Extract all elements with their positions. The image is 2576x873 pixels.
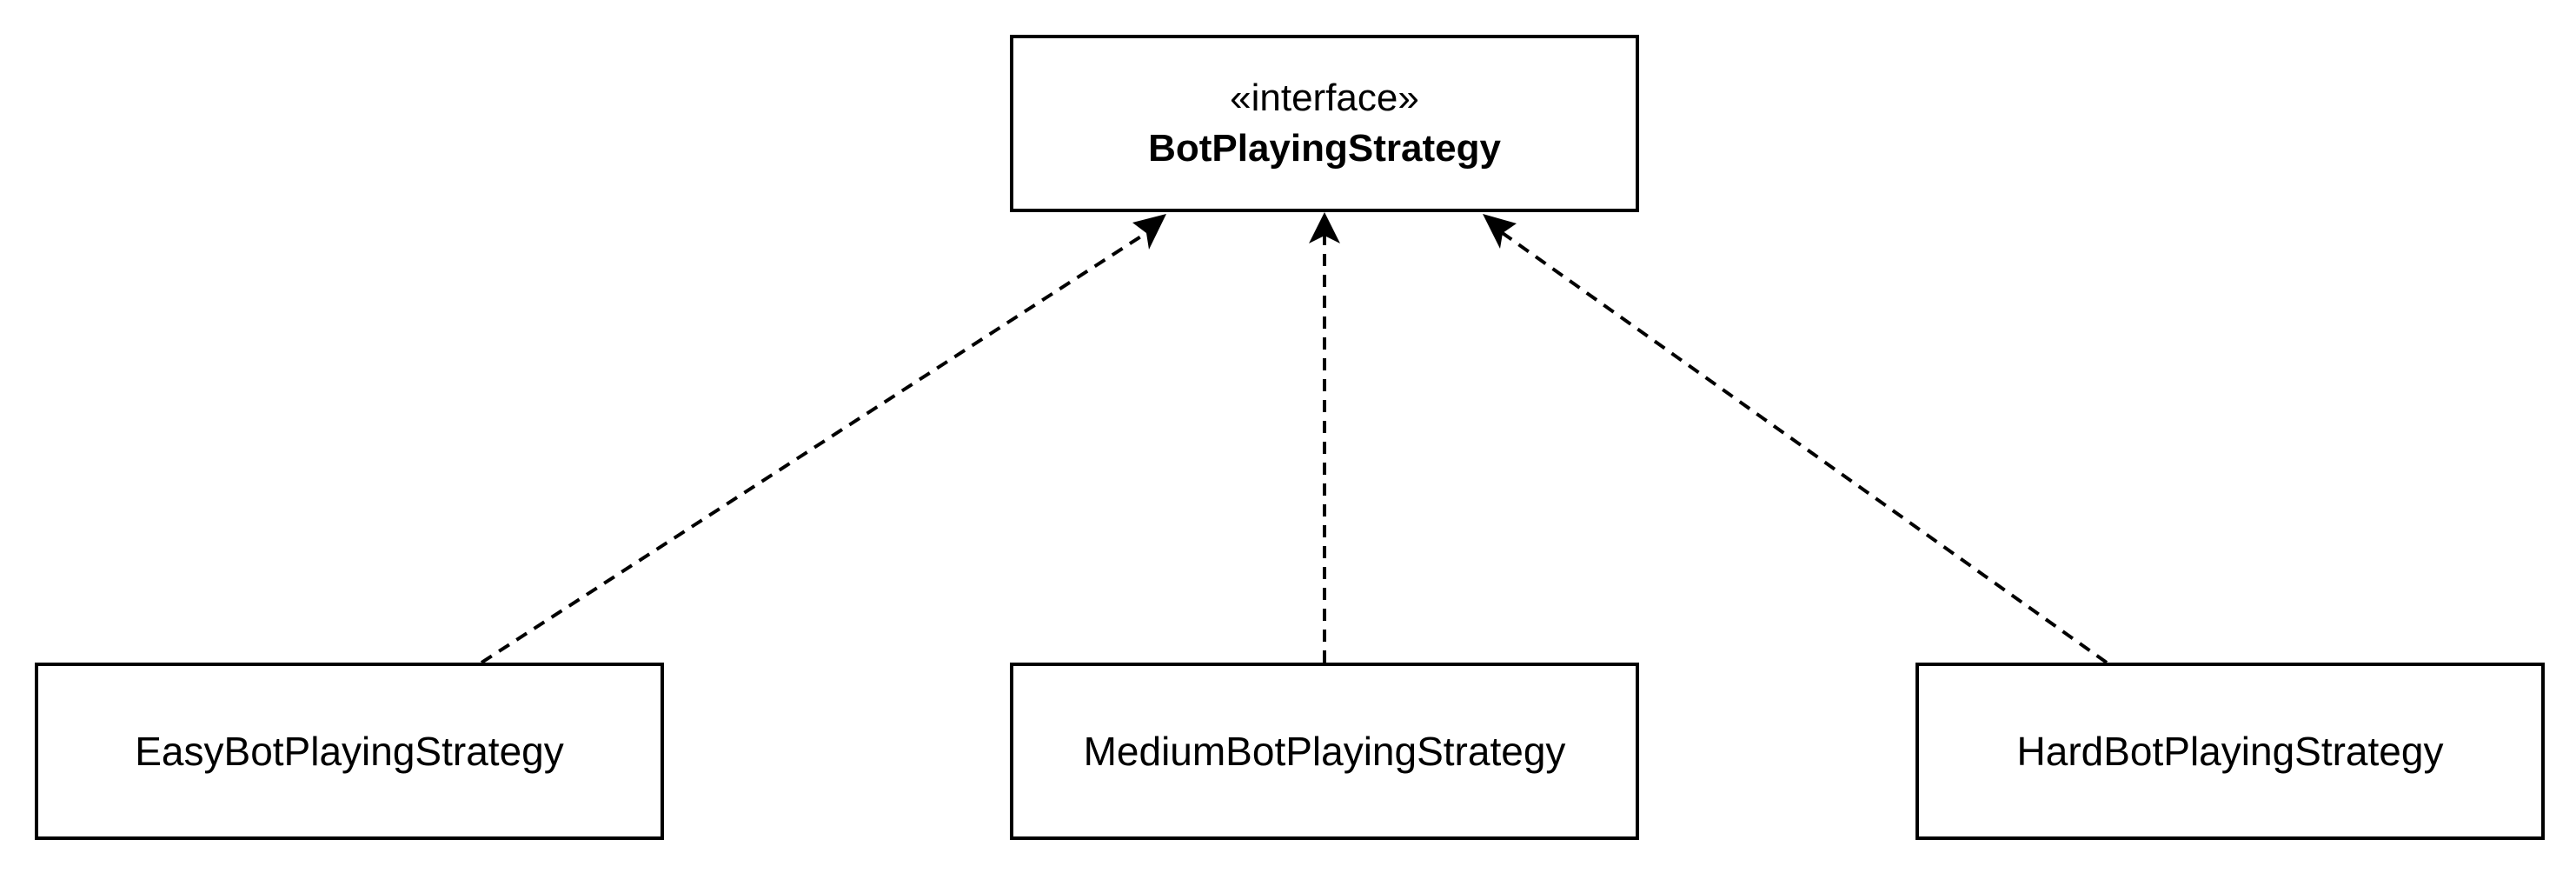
realization-line-hard [1498, 230, 2108, 664]
class-box-easy[interactable]: EasyBotPlayingStrategy [35, 663, 664, 840]
interface-box[interactable]: «interface» BotPlayingStrategy [1010, 35, 1639, 212]
class-name-easy: EasyBotPlayingStrategy [135, 729, 564, 774]
interface-stereotype: «interface» [1230, 77, 1419, 119]
arrowhead-easy-icon [1132, 214, 1166, 250]
class-name-hard: HardBotPlayingStrategy [2016, 729, 2444, 774]
class-box-medium[interactable]: MediumBotPlayingStrategy [1010, 663, 1639, 840]
realization-line-easy [480, 230, 1151, 664]
interface-name: BotPlayingStrategy [1148, 127, 1501, 170]
arrowhead-medium-icon [1309, 212, 1340, 243]
class-name-medium: MediumBotPlayingStrategy [1083, 729, 1566, 774]
arrowhead-hard-icon [1483, 214, 1517, 249]
class-box-hard[interactable]: HardBotPlayingStrategy [1915, 663, 2545, 840]
